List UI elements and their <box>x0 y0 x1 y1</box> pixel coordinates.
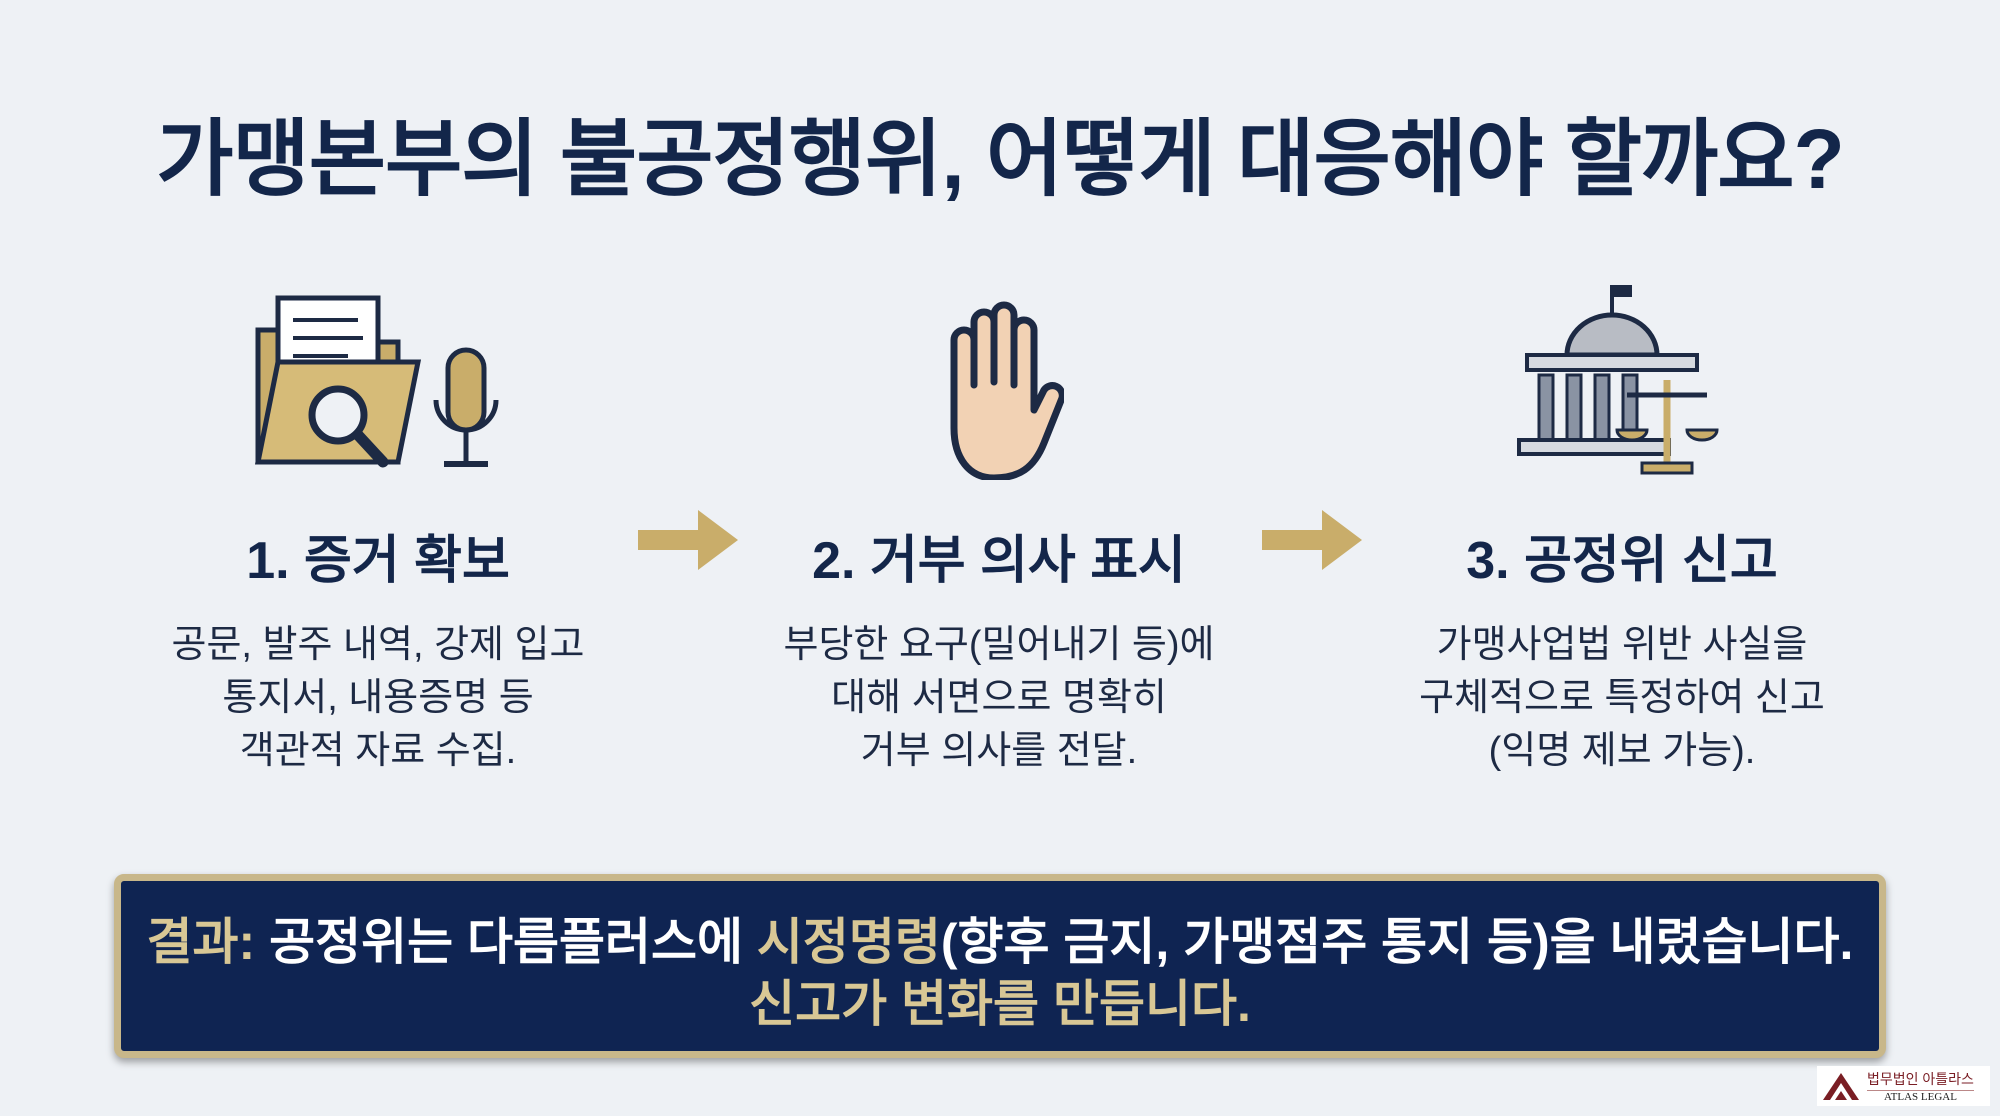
desc-line: 대해 서면으로 명확히 <box>831 677 1167 719</box>
step-heading: 3. 공정위 신고 <box>1466 532 1778 590</box>
step-evidence: 1. 증거 확보 공문, 발주 내역, 강제 입고 통지서, 내용증명 등 객관… <box>118 280 638 778</box>
government-building-scales-icon <box>1362 280 1882 480</box>
desc-line: 가맹사업법 위반 사실을 <box>1436 624 1808 666</box>
arrow-right-icon <box>638 510 738 570</box>
folder-magnifier-microphone-icon <box>118 280 638 480</box>
step-description: 부당한 요구(밀어내기 등)에 대해 서면으로 명확히 거부 의사를 전달. <box>739 619 1259 778</box>
result-highlight: 시정명령 <box>756 914 941 970</box>
step-report: 3. 공정위 신고 가맹사업법 위반 사실을 구체적으로 특정하여 신고 (익명… <box>1362 280 1882 778</box>
raised-hand-icon <box>739 280 1259 480</box>
desc-line: 객관적 자료 수집. <box>239 730 517 772</box>
desc-line: 통지서, 내용증명 등 <box>222 677 534 719</box>
logo-korean: 법무법인 아틀라스 <box>1867 1069 1974 1091</box>
arrow-right-icon <box>1262 510 1362 570</box>
desc-line: 거부 의사를 전달. <box>860 730 1138 772</box>
result-tagline: 신고가 변화를 만듭니다. <box>749 976 1251 1032</box>
desc-line: 구체적으로 특정하여 신고 <box>1419 677 1825 719</box>
step-heading: 1. 증거 확보 <box>246 532 510 590</box>
atlas-logo-icon <box>1823 1073 1859 1100</box>
step-refusal: 2. 거부 의사 표시 부당한 요구(밀어내기 등)에 대해 서면으로 명확히 … <box>739 280 1259 778</box>
page-title: 가맹본부의 불공정행위, 어떻게 대응해야 할까요? <box>156 112 1845 206</box>
step-description: 공문, 발주 내역, 강제 입고 통지서, 내용증명 등 객관적 자료 수집. <box>118 619 638 778</box>
step-description: 가맹사업법 위반 사실을 구체적으로 특정하여 신고 (익명 제보 가능). <box>1362 619 1882 778</box>
desc-line: 공문, 발주 내역, 강제 입고 <box>171 624 585 666</box>
logo-english: ATLAS LEGAL <box>1883 1091 1957 1103</box>
desc-line: 부당한 요구(밀어내기 등)에 <box>783 624 1215 666</box>
result-label: 결과: <box>146 914 256 970</box>
atlas-legal-logo: 법무법인 아틀라스 ATLAS LEGAL <box>1817 1066 1990 1106</box>
result-text-2: (향후 금지, 가맹점주 통지 등)을 내렸습니다. <box>940 914 1854 970</box>
result-text: 공정위는 다름플러스에 <box>255 914 757 970</box>
desc-line: (익명 제보 가능). <box>1488 730 1756 772</box>
result-banner: 결과: 공정위는 다름플러스에 시정명령(향후 금지, 가맹점주 통지 등)을 … <box>114 874 1886 1058</box>
step-heading: 2. 거부 의사 표시 <box>812 532 1186 590</box>
